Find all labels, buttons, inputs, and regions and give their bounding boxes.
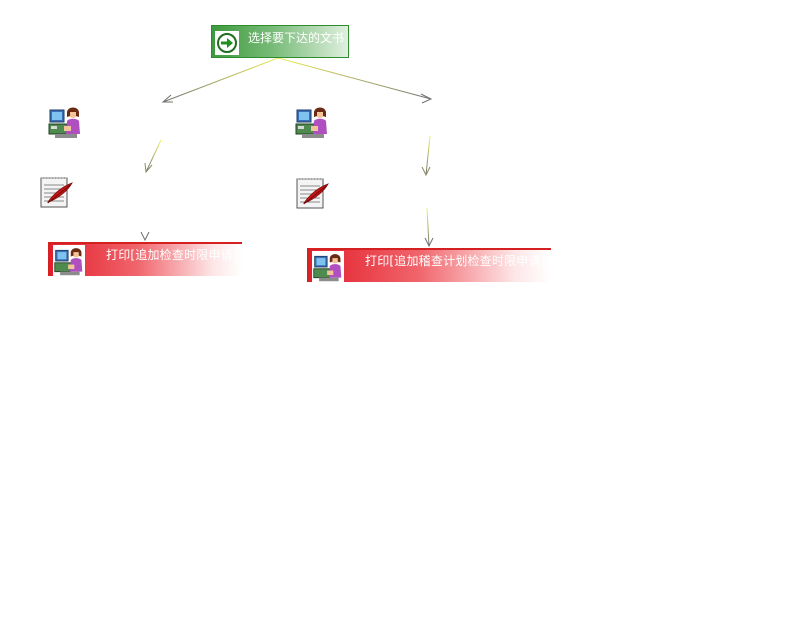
- start-node-select-document[interactable]: 选择要下达的文书: [211, 25, 349, 58]
- left-branch-person-icon[interactable]: [47, 104, 83, 140]
- left-branch-notepad-icon[interactable]: [39, 175, 73, 209]
- person-at-computer-icon: [48, 107, 80, 138]
- edge-left-note-to-print: [140, 206, 150, 242]
- edge-start-to-left-branch: [161, 57, 279, 103]
- person-at-computer-icon: [295, 107, 327, 138]
- print-node-append-check-deadline[interactable]: 打印[追加检查时限申请]: [48, 242, 242, 277]
- right-branch-notepad-icon[interactable]: [295, 176, 329, 210]
- notepad-quill-icon: [296, 178, 329, 209]
- print-node-label: 打印[追加稽查计划检查时限申请]: [365, 254, 546, 268]
- person-at-computer-icon: [53, 245, 85, 277]
- notepad-quill-icon: [40, 177, 73, 208]
- edge-left-person-to-note: [144, 139, 162, 174]
- print-node-append-audit-plan-deadline[interactable]: 打印[追加稽查计划检查时限申请]: [307, 248, 551, 283]
- green-arrow-icon: [215, 31, 239, 55]
- edge-start-to-right-branch: [277, 57, 433, 104]
- start-node-label: 选择要下达的文书: [248, 31, 345, 45]
- right-branch-person-icon[interactable]: [294, 104, 330, 140]
- person-at-computer-icon: [312, 251, 344, 283]
- edge-right-person-to-note: [421, 135, 431, 177]
- print-node-label: 打印[追加检查时限申请]: [106, 248, 238, 262]
- edge-right-note-to-print: [424, 207, 434, 248]
